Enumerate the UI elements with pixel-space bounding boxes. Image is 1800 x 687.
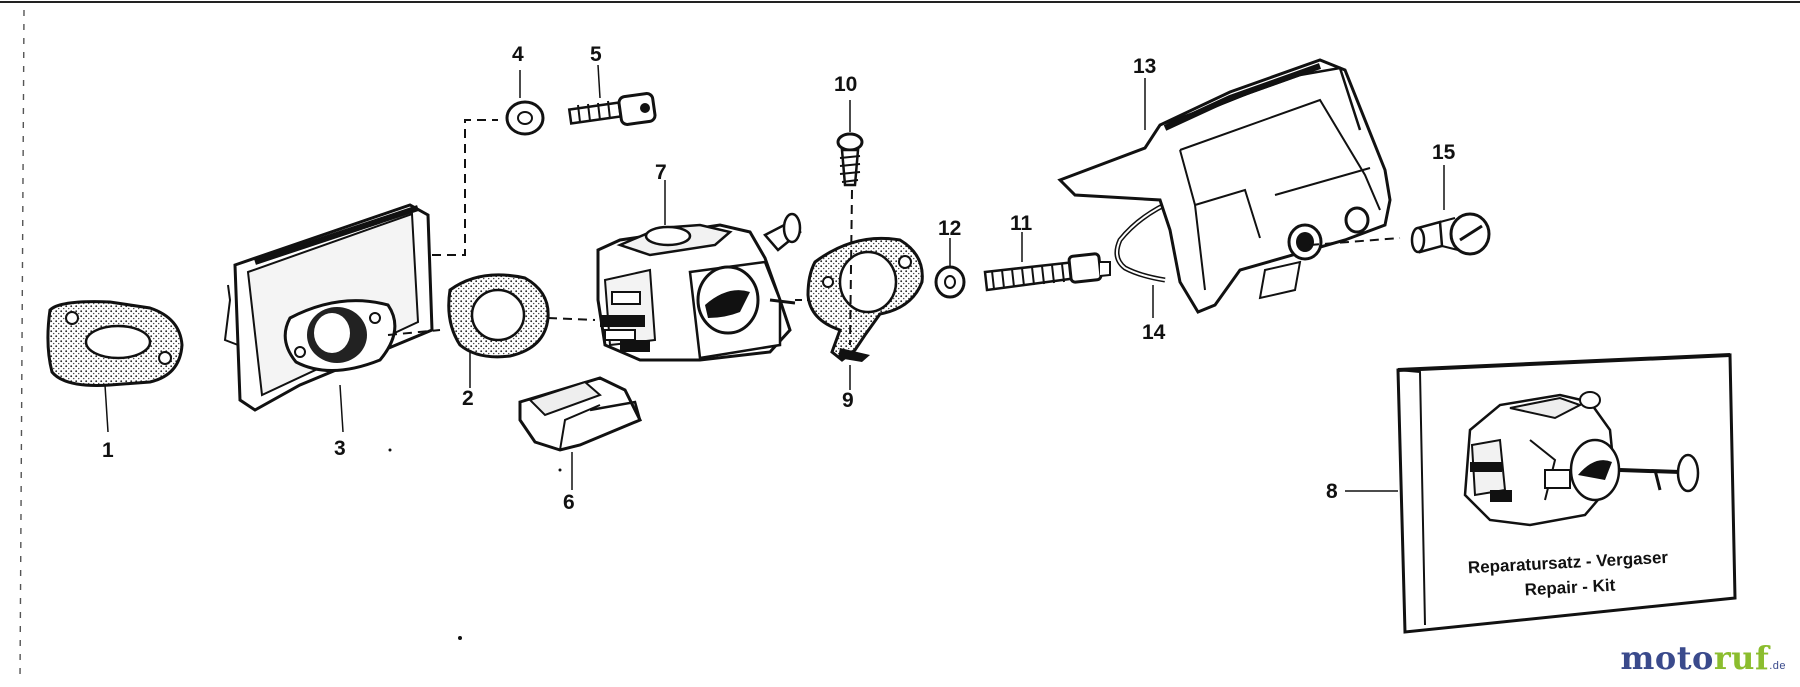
watermark-part-1: moto <box>1620 639 1714 677</box>
part-11-stud <box>983 232 1111 292</box>
label-part-6: 6 <box>563 491 575 514</box>
part-10-screw <box>836 100 864 346</box>
watermark-logo: motoruf.de <box>1620 639 1786 677</box>
label-part-10: 10 <box>834 73 858 96</box>
label-part-8: 8 <box>1326 480 1338 503</box>
part-6-bracket <box>518 376 643 490</box>
label-part-1: 1 <box>102 439 114 462</box>
part-15-knob-screw <box>1410 165 1491 256</box>
part-1-gasket <box>46 300 184 433</box>
label-part-3: 3 <box>334 437 346 460</box>
kit-carburetor-picture <box>1463 391 1700 527</box>
part-9-gasket <box>806 236 924 390</box>
label-part-9: 9 <box>842 389 854 412</box>
label-part-11: 11 <box>1010 212 1033 235</box>
part-8-repair-kit-box <box>1345 353 1737 634</box>
part-5-screw <box>567 64 657 126</box>
part-7-carburetor <box>596 180 820 362</box>
label-part-15: 15 <box>1432 141 1456 164</box>
label-part-5: 5 <box>590 43 602 66</box>
part-4-washer <box>505 70 545 136</box>
label-part-4: 4 <box>512 43 524 66</box>
part-12-washer <box>934 238 966 299</box>
label-part-7: 7 <box>655 161 667 184</box>
part-14-wire <box>1114 197 1176 318</box>
part-2-gasket <box>447 273 596 388</box>
watermark-part-3: .de <box>1769 660 1786 672</box>
label-part-12: 12 <box>938 217 962 240</box>
part-13-air-filter-cover <box>1057 58 1401 314</box>
watermark-part-2: ruf <box>1713 639 1770 677</box>
part-3-intake-flange <box>223 119 498 433</box>
label-part-14: 14 <box>1142 321 1166 344</box>
label-part-13: 13 <box>1133 55 1157 78</box>
label-part-2: 2 <box>462 387 474 410</box>
